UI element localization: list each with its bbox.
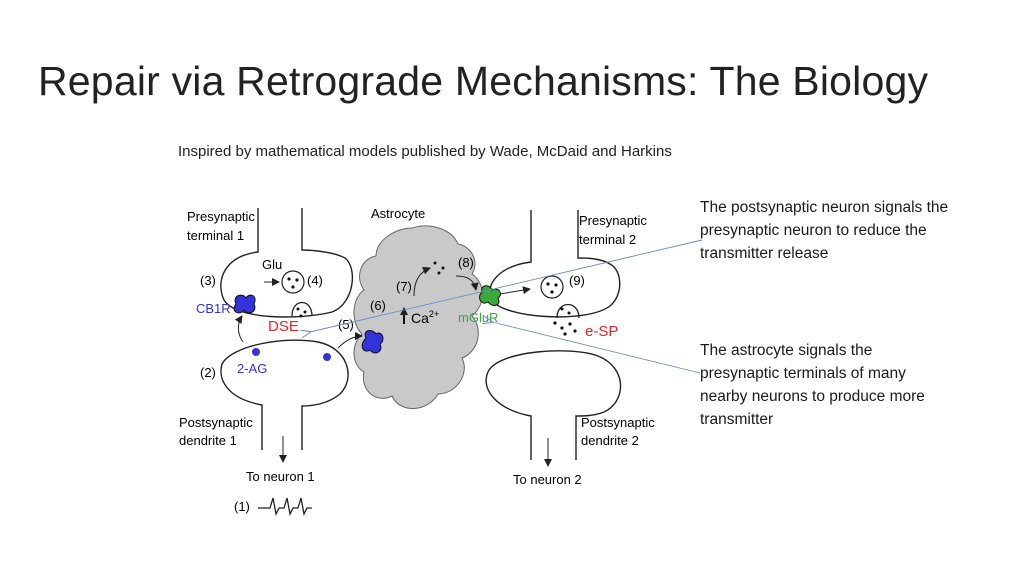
postsynaptic-callout-pointer (310, 239, 703, 332)
step-2-label: (2) (200, 365, 216, 380)
vesicle-dot (554, 283, 558, 287)
spike-train-icon (258, 497, 312, 517)
two-ag-molecule (252, 348, 260, 356)
glu-label: Glu (262, 257, 282, 272)
cb1r-receptor (233, 294, 256, 314)
presynaptic-2-label-line2: terminal 2 (579, 232, 636, 247)
release-vesicle-2 (556, 303, 580, 319)
postsynaptic-dendrite-1-outline (220, 339, 349, 450)
vesicle-dot (546, 282, 550, 286)
step-4-label: (4) (307, 273, 323, 288)
vesicle-dot (550, 290, 554, 294)
presynaptic-2-label-line1: Presynaptic (579, 213, 647, 228)
presynaptic-1-label-line1: Presynaptic (187, 209, 255, 224)
astrocyte-label: Astrocyte (371, 206, 425, 221)
two-ag-molecule (323, 353, 331, 361)
gliotransmitter-dot (433, 261, 437, 265)
presynaptic-terminal-1-outline (220, 208, 353, 318)
step-3-label: (3) (200, 273, 216, 288)
presynaptic-1-label-line2: terminal 1 (187, 228, 244, 243)
transmitter-dot (568, 322, 572, 326)
step-5-label: (5) (338, 317, 354, 332)
postsynaptic-1-label-line2: dendrite 1 (179, 433, 237, 448)
postsynaptic-dendrite-2-outline (485, 350, 622, 460)
transmitter-vesicle-2 (540, 275, 564, 299)
transmitter-dot (560, 326, 564, 330)
vesicle-dot (303, 310, 307, 314)
gliotransmitter-dot (441, 266, 445, 270)
esp-label: e-SP (585, 323, 618, 340)
mglur-to-vesicle-arrow (499, 286, 531, 295)
vesicle-dot (567, 311, 571, 315)
presynaptic-terminal-2-outline (489, 210, 621, 318)
calcium-signal-arrow (413, 266, 431, 297)
step-6-label: (6) (370, 298, 386, 313)
cb1r-label: CB1R (196, 301, 231, 316)
two-ag-to-cb1r-arrow (234, 315, 244, 343)
transmitter-dot (563, 332, 567, 336)
slide-subtitle: Inspired by mathematical models publishe… (178, 143, 672, 160)
glutamate-vesicle (281, 270, 305, 294)
two-ag-to-astrocyte-arrow (337, 332, 363, 349)
vesicle-dot (560, 307, 564, 311)
vesicle-dot (287, 277, 291, 281)
vesicle-dot (295, 278, 299, 282)
step-1-label: (1) (234, 499, 250, 514)
postsynaptic-1-label-line1: Postsynaptic (179, 415, 253, 430)
calcium-label: Ca2+ (411, 309, 439, 326)
mglur-label: mGluR (458, 310, 498, 325)
postsynaptic-2-label-line1: Postsynaptic (581, 415, 655, 430)
mglur-receptor (479, 285, 501, 306)
to-neuron-2-label: To neuron 2 (513, 472, 582, 487)
vesicle-dot (299, 314, 303, 318)
to-neuron-1-label: To neuron 1 (246, 469, 315, 484)
astrocyte-body (353, 225, 483, 409)
dse-label: DSE (268, 318, 299, 335)
astrocyte-callout-pointer (492, 322, 701, 374)
gliotransmitter-dot (437, 271, 441, 275)
release-vesicle-1 (291, 301, 313, 317)
step-7-label: (7) (396, 279, 412, 294)
step-8-label: (8) (458, 255, 474, 270)
callout-postsynaptic-signal: The postsynaptic neuron signals the pres… (700, 199, 949, 262)
astrocyte-cb1r-receptor (361, 330, 384, 354)
vesicle-dot (296, 307, 300, 311)
two-ag-label: 2-AG (237, 361, 267, 376)
callout-astrocyte-signal: The astrocyte signals the presynaptic te… (700, 342, 925, 428)
slide-title: Repair via Retrograde Mechanisms: The Bi… (38, 58, 929, 104)
transmitter-dot (573, 329, 577, 333)
step-9-label: (9) (569, 273, 585, 288)
postsynaptic-2-label-line2: dendrite 2 (581, 433, 639, 448)
transmitter-dot (553, 321, 557, 325)
gliotransmitter-to-mglur-arrow (455, 275, 479, 291)
vesicle-dot (291, 285, 295, 289)
